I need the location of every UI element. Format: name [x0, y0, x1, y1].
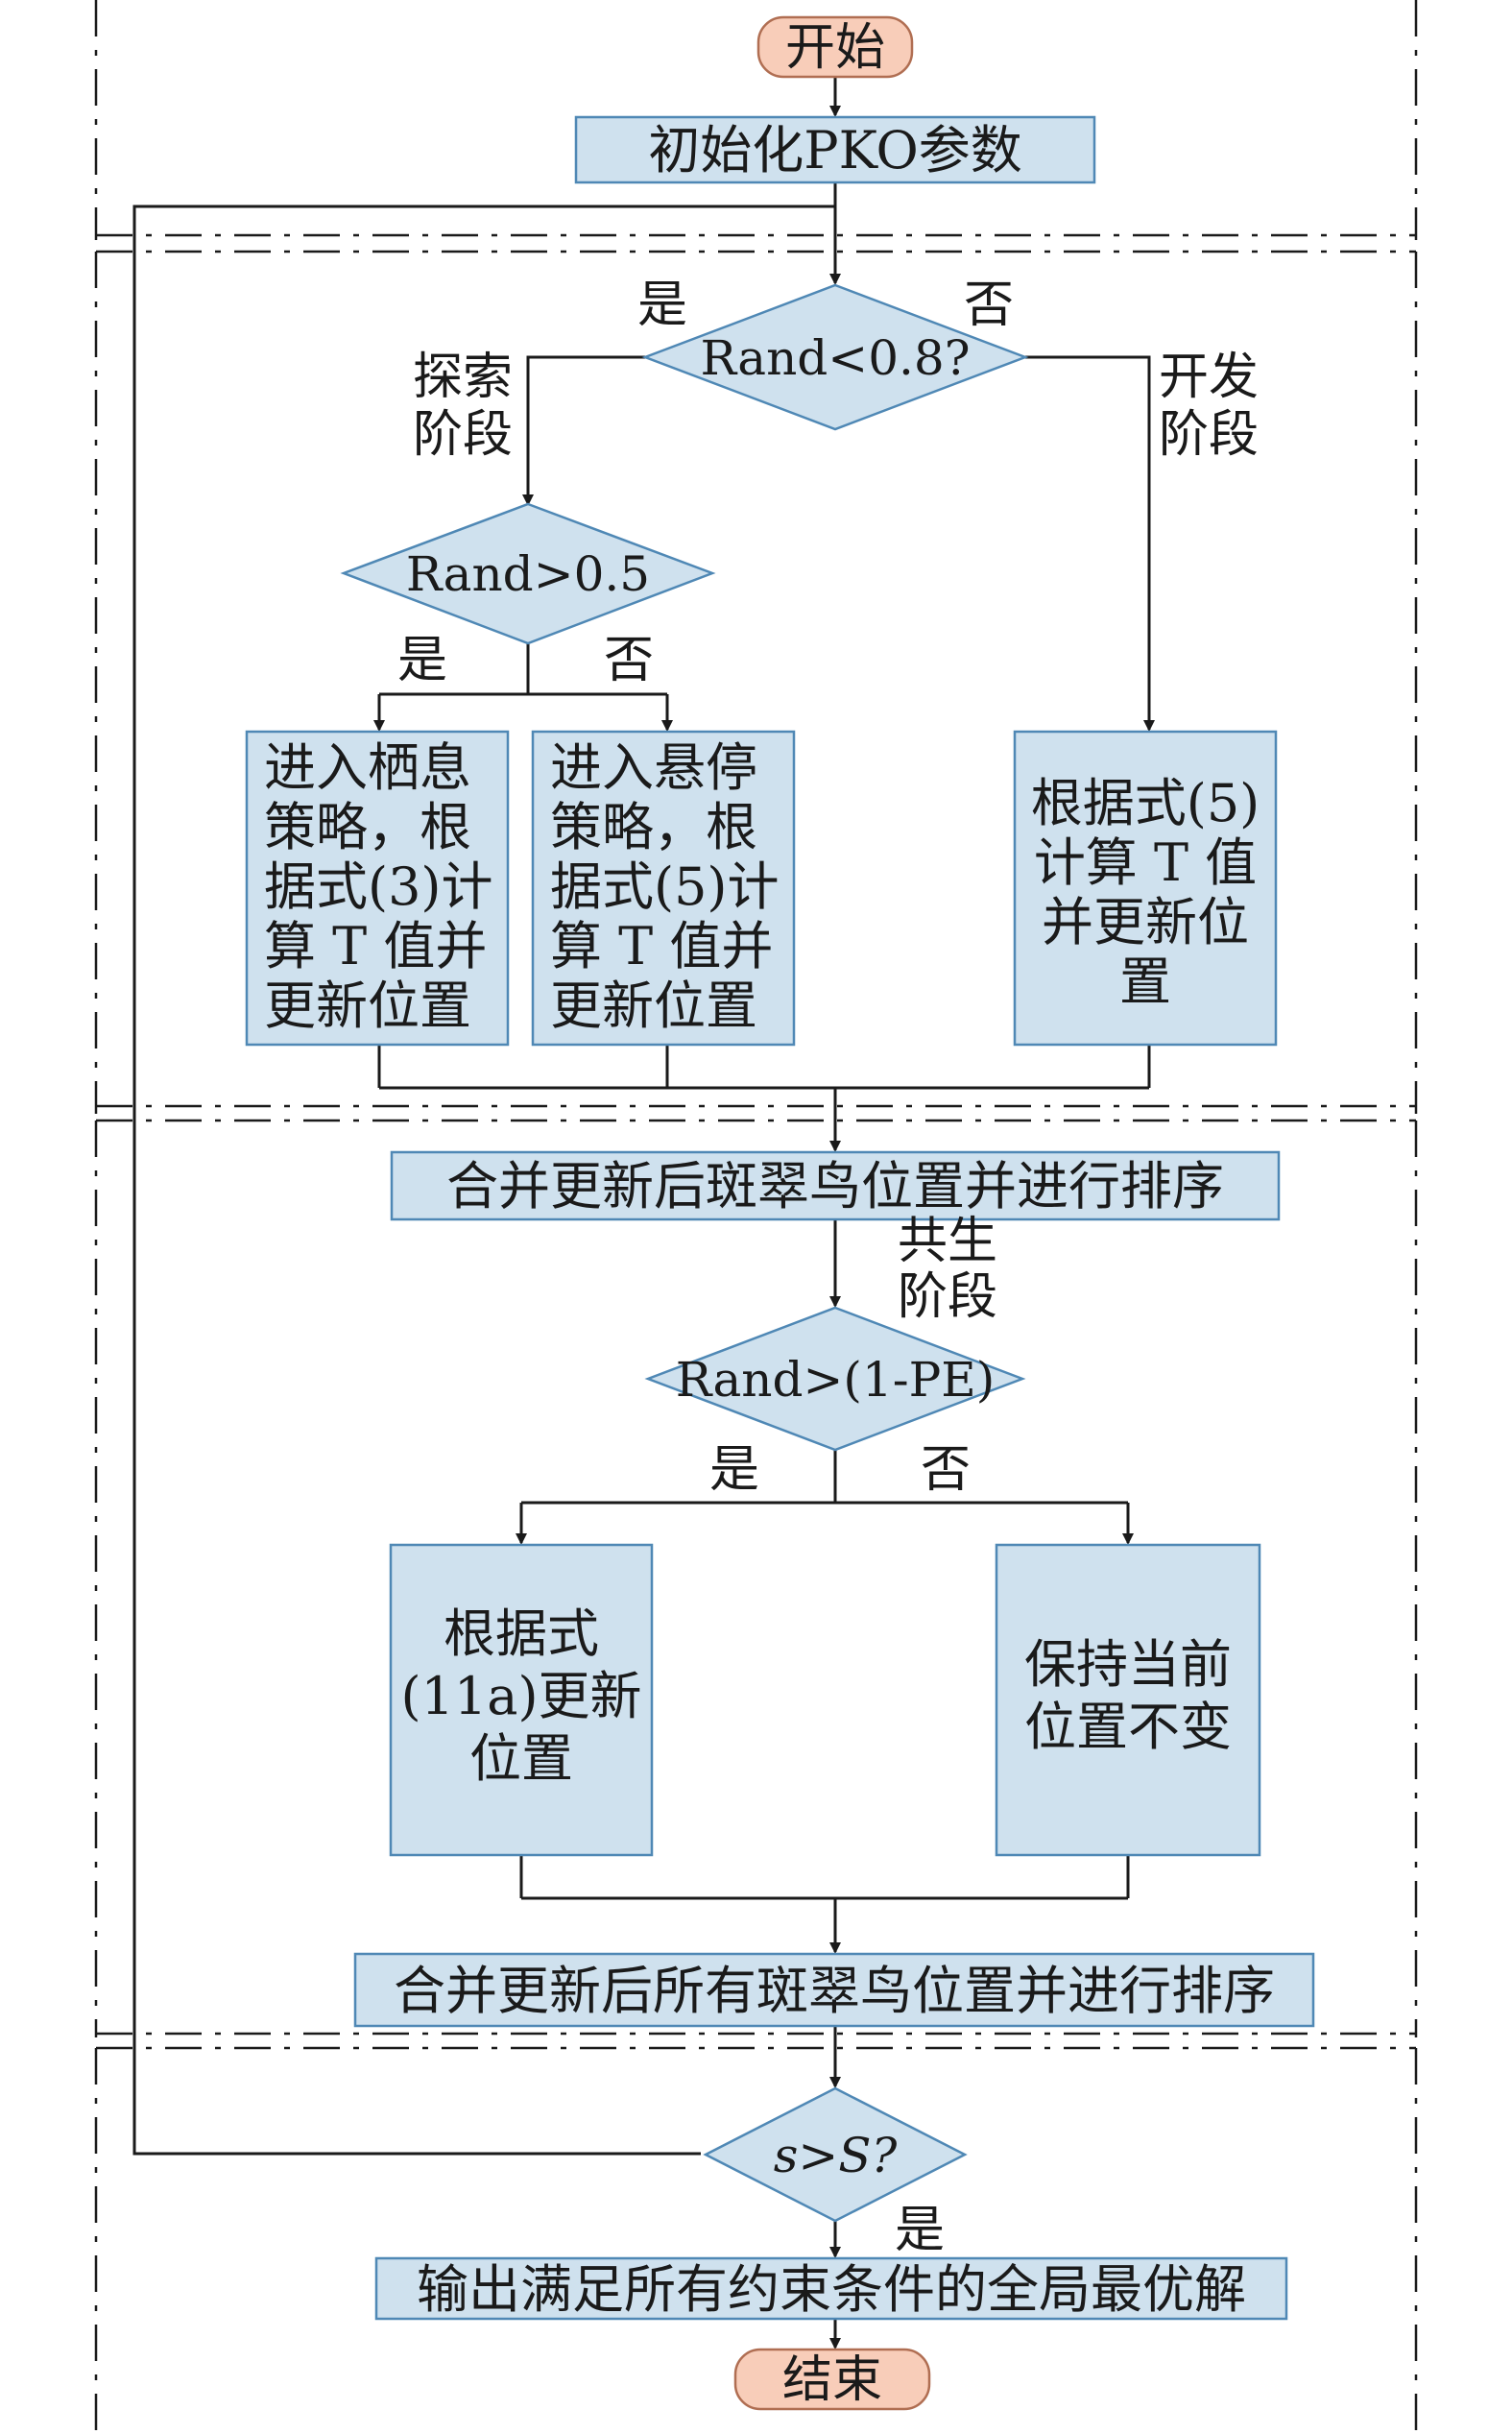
svg-text:进入悬停: 进入悬停 [550, 737, 757, 798]
svg-text:策略，根: 策略，根 [550, 797, 757, 857]
decision-rand-0-8: Rand<0.8? 是 否 [637, 277, 1029, 431]
svg-text:保持当前: 保持当前 [1024, 1634, 1232, 1695]
d4-yes-label: 是 [895, 2202, 945, 2259]
svg-text:阶段: 阶段 [1159, 406, 1259, 464]
connectors [132, 77, 1155, 2350]
d3-no-label: 否 [921, 1441, 971, 1499]
svg-text:合并更新后所有斑翠鸟位置并进行排序: 合并更新后所有斑翠鸟位置并进行排序 [394, 1961, 1275, 2021]
d2-no-label: 否 [604, 632, 654, 689]
svg-text:算 T 值并: 算 T 值并 [550, 916, 773, 976]
svg-text:根据式(5): 根据式(5) [1031, 773, 1260, 833]
svg-text:探索: 探索 [413, 349, 513, 406]
d2-yes-label: 是 [397, 632, 447, 689]
phase-frames [94, 0, 1418, 2434]
svg-text:结束: 结束 [782, 2351, 882, 2409]
svg-text:s>S?: s>S? [774, 2128, 899, 2183]
box-update-11a: 根据式 (11a)更新 位置 [389, 1543, 654, 1857]
svg-text:算 T 值并: 算 T 值并 [264, 916, 487, 976]
svg-text:进入栖息: 进入栖息 [264, 737, 471, 798]
merge-sort-box-2: 合并更新后所有斑翠鸟位置并进行排序 [353, 1952, 1315, 2028]
svg-text:合并更新后斑翠鸟位置并进行排序: 合并更新后斑翠鸟位置并进行排序 [446, 1156, 1224, 1217]
phase-exploit-label: 开发 阶段 [1159, 349, 1259, 464]
box-development: 根据式(5) 计算 T 值 并更新位 置 [1013, 730, 1278, 1047]
svg-text:阶段: 阶段 [413, 406, 513, 464]
svg-text:计算 T 值: 计算 T 值 [1034, 832, 1257, 893]
phase-explore-label: 探索 阶段 [413, 349, 513, 464]
svg-text:更新位置: 更新位置 [264, 976, 471, 1036]
svg-text:初始化PKO参数: 初始化PKO参数 [648, 120, 1022, 181]
box-hover-strategy: 进入悬停 策略，根 据式(5)计 算 T 值并 更新位置 [531, 730, 796, 1047]
decision-rand-0-5: Rand>0.5 是 否 [340, 502, 716, 689]
svg-text:位置: 位置 [469, 1728, 573, 1789]
init-box: 初始化PKO参数 [574, 115, 1096, 184]
svg-text:阶段: 阶段 [898, 1268, 997, 1326]
d1-no-label: 否 [964, 277, 1014, 334]
start-node: 开始 [756, 15, 914, 79]
svg-text:根据式: 根据式 [444, 1603, 599, 1664]
end-node: 结束 [733, 2348, 931, 2411]
svg-text:策略，根: 策略，根 [264, 797, 471, 857]
d3-yes-label: 是 [709, 1441, 759, 1499]
svg-text:置: 置 [1119, 952, 1171, 1012]
svg-text:Rand>(1-PE): Rand>(1-PE) [676, 1352, 996, 1408]
svg-text:更新位置: 更新位置 [550, 976, 757, 1036]
decision-rand-pe: Rand>(1-PE) 是 否 [644, 1306, 1026, 1499]
merge-sort-box-1: 合并更新后斑翠鸟位置并进行排序 [390, 1150, 1281, 1221]
svg-text:位置不变: 位置不变 [1024, 1697, 1232, 1757]
svg-text:输出满足所有约束条件的全局最优解: 输出满足所有约束条件的全局最优解 [417, 2259, 1246, 2320]
svg-text:据式(3)计: 据式(3)计 [264, 856, 493, 917]
svg-text:据式(5)计: 据式(5)计 [550, 856, 780, 917]
box-perch-strategy: 进入栖息 策略，根 据式(3)计 算 T 值并 更新位置 [245, 730, 510, 1047]
svg-text:(11a)更新: (11a)更新 [400, 1666, 641, 1726]
svg-text:共生: 共生 [898, 1213, 997, 1270]
d1-yes-label: 是 [637, 277, 687, 334]
phase-symbiosis-label: 共生 阶段 [898, 1213, 997, 1326]
svg-text:并更新位: 并更新位 [1042, 892, 1249, 952]
decision-iteration: s>S? 是 [703, 2086, 968, 2259]
svg-text:开发: 开发 [1159, 349, 1259, 406]
svg-text:Rand>0.5: Rand>0.5 [406, 546, 650, 602]
svg-text:Rand<0.8?: Rand<0.8? [700, 330, 970, 386]
output-box: 输出满足所有约束条件的全局最优解 [374, 2256, 1288, 2321]
svg-text:开始: 开始 [785, 19, 885, 77]
box-keep-position: 保持当前 位置不变 [995, 1543, 1261, 1857]
